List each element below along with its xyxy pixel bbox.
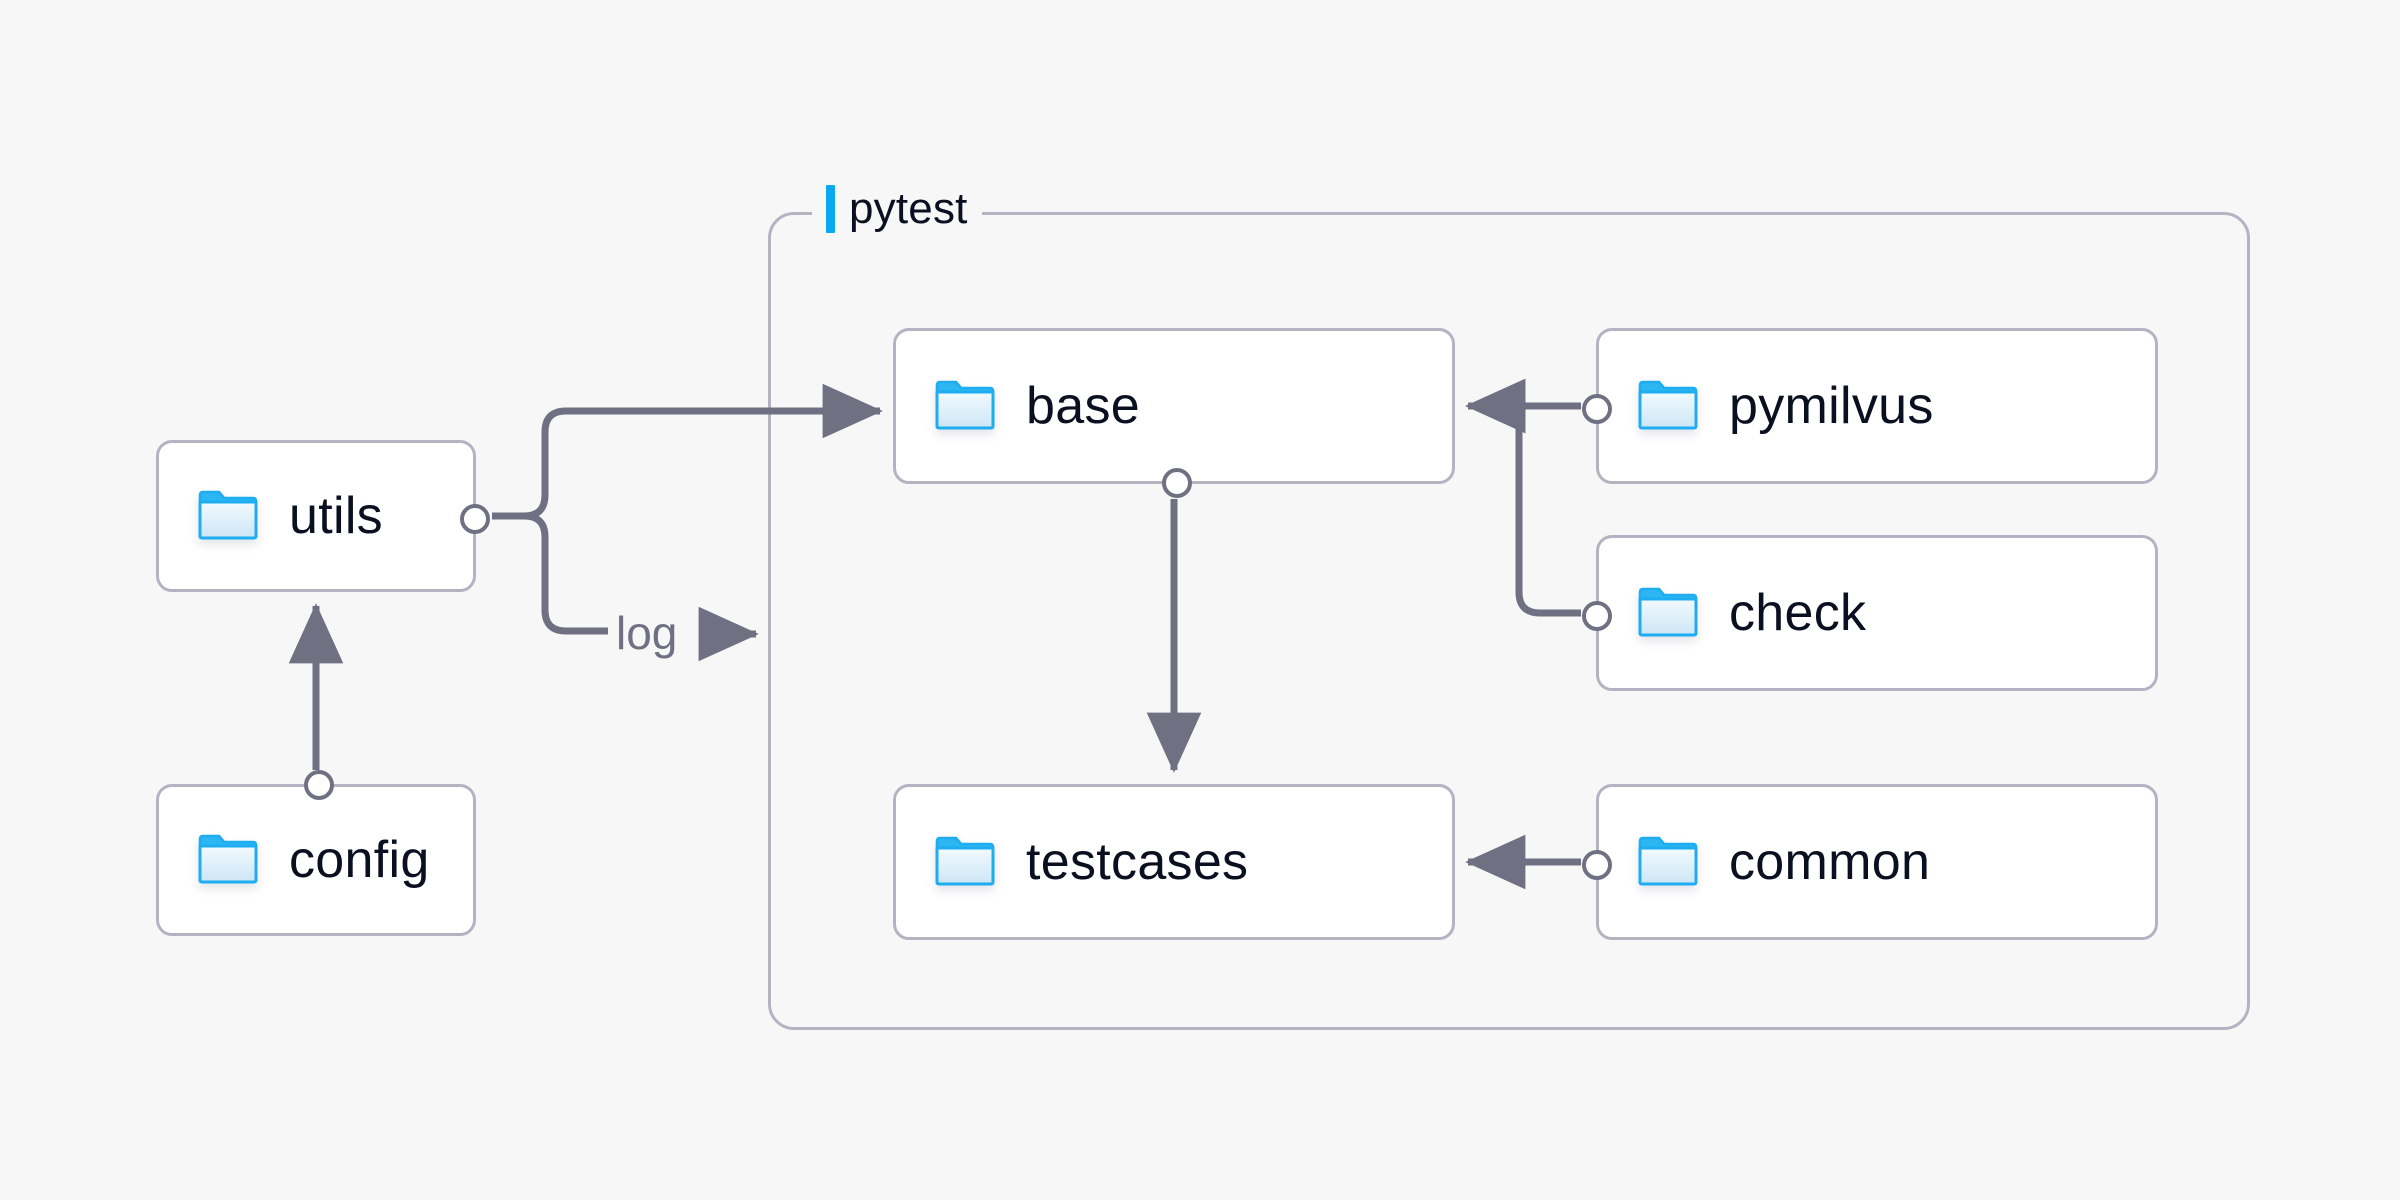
- folder-icon: [1637, 380, 1699, 432]
- port-base-bottom[interactable]: [1162, 468, 1192, 498]
- folder-icon: [197, 834, 259, 886]
- node-pymilvus[interactable]: pymilvus: [1582, 328, 2158, 484]
- node-label: utils: [289, 487, 383, 545]
- port-config-top[interactable]: [304, 770, 334, 800]
- group-title: pytest: [849, 184, 968, 233]
- accent-bar-icon: [826, 185, 835, 233]
- port-utils-right[interactable]: [460, 504, 490, 534]
- group-pytest-label: pytest: [812, 180, 982, 238]
- node-check[interactable]: check: [1582, 535, 2158, 691]
- folder-icon: [934, 836, 996, 888]
- folder-icon: [934, 380, 996, 432]
- port-pymilvus-left[interactable]: [1582, 394, 1612, 424]
- node-config[interactable]: config: [156, 770, 476, 936]
- node-label: testcases: [1026, 833, 1249, 891]
- edge-label-log: log: [608, 610, 686, 656]
- node-utils[interactable]: utils: [156, 440, 490, 592]
- folder-icon: [1637, 836, 1699, 888]
- node-label: check: [1729, 584, 1867, 642]
- folder-icon: [197, 490, 259, 542]
- node-label: config: [289, 831, 430, 889]
- node-common[interactable]: common: [1582, 784, 2158, 940]
- node-testcases[interactable]: testcases: [893, 784, 1455, 940]
- port-common-left[interactable]: [1582, 850, 1612, 880]
- folder-icon: [1637, 587, 1699, 639]
- node-label: pymilvus: [1729, 377, 1934, 435]
- node-base[interactable]: base: [893, 328, 1455, 498]
- node-label: base: [1026, 377, 1140, 435]
- node-label: common: [1729, 833, 1931, 891]
- group-pytest[interactable]: [768, 212, 2250, 1030]
- port-check-left[interactable]: [1582, 601, 1612, 631]
